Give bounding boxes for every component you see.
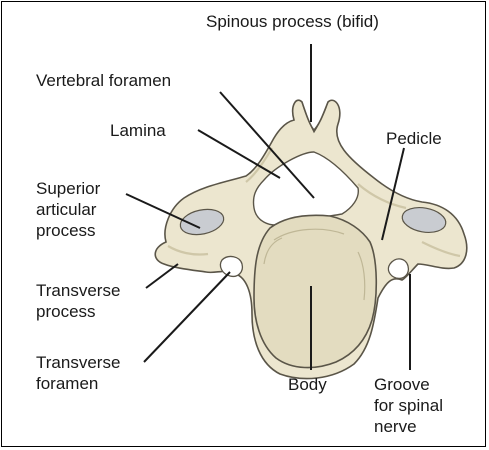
label-superior-articular-process: Superior articular process xyxy=(36,178,100,241)
vertebral-body-shape xyxy=(254,215,376,367)
label-groove-spinal-nerve: Groove for spinal nerve xyxy=(374,374,443,437)
label-transverse-process: Transverse process xyxy=(36,280,120,322)
label-lamina: Lamina xyxy=(110,120,166,141)
left-transverse-foramen-shape xyxy=(220,257,242,277)
leader-transverse-process xyxy=(146,264,178,288)
label-transverse-foramen: Transverse foramen xyxy=(36,352,120,394)
right-transverse-foramen-shape xyxy=(388,259,408,278)
label-spinous-process: Spinous process (bifid) xyxy=(206,11,379,32)
label-body: Body xyxy=(288,374,327,395)
label-vertebral-foramen: Vertebral foramen xyxy=(36,70,171,91)
label-pedicle: Pedicle xyxy=(386,128,442,149)
leader-transverse-foramen xyxy=(144,272,230,362)
